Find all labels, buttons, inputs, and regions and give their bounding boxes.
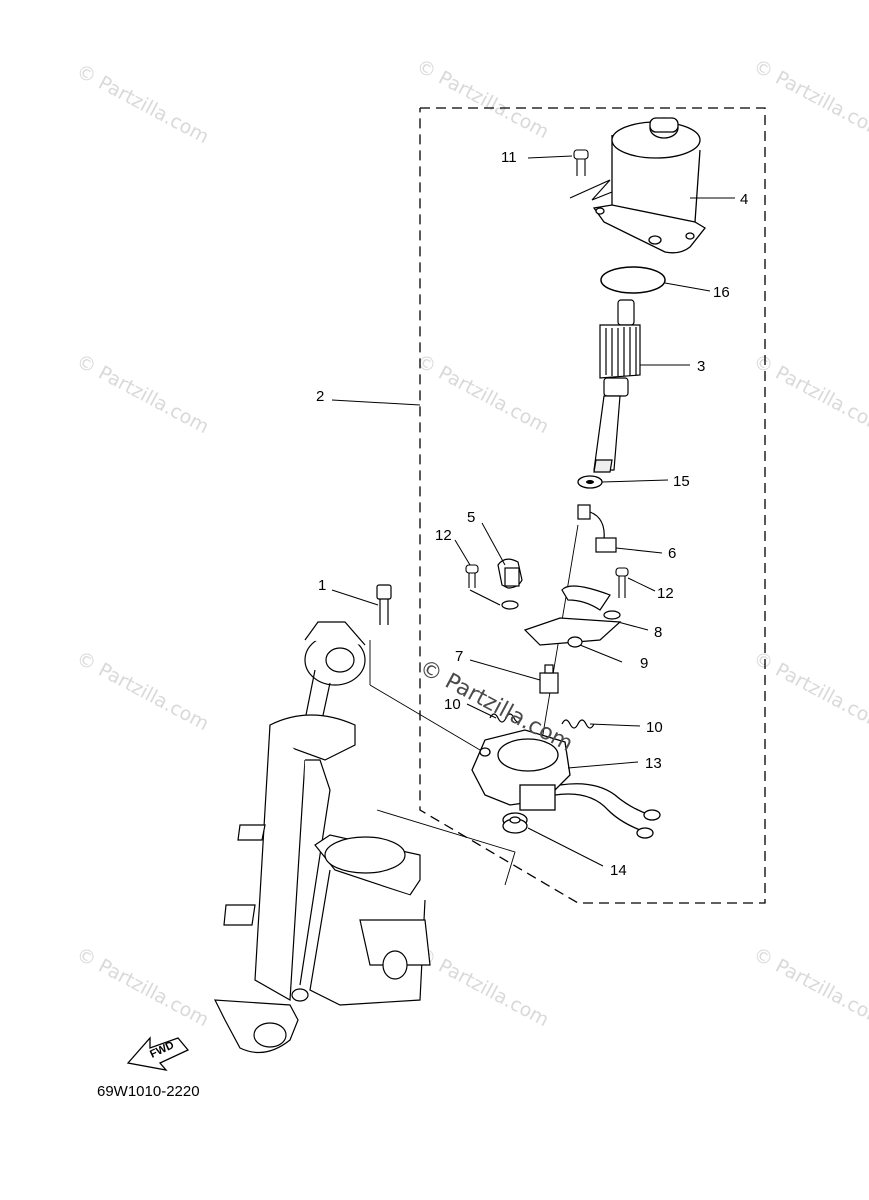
watermark: © Partzilla.com xyxy=(73,60,213,148)
callout-14: 14 xyxy=(610,862,627,879)
watermark: © Partzilla.com xyxy=(413,55,553,143)
screw-12-right xyxy=(615,567,629,598)
spring-right xyxy=(561,719,595,729)
callout-labels: 1 2 3 4 5 6 7 8 9 10 10 11 12 12 13 14 1… xyxy=(316,149,748,879)
callout-5: 5 xyxy=(467,509,475,526)
terminal-7 xyxy=(539,664,559,694)
callout-12-right: 12 xyxy=(657,585,674,602)
assembly-boundary xyxy=(419,107,766,904)
motor-base xyxy=(471,729,661,839)
tilt-cylinder xyxy=(213,621,431,1054)
watermark-layer: © Partzilla.com © Partzilla.com © Partzi… xyxy=(73,55,869,1031)
spring-left xyxy=(489,713,523,723)
callout-11: 11 xyxy=(501,149,517,166)
o-ring xyxy=(600,266,666,294)
callout-10-right: 10 xyxy=(646,719,663,736)
watermark: © Partzilla.com xyxy=(73,647,213,735)
callout-12-left: 12 xyxy=(435,527,452,544)
callout-1: 1 xyxy=(318,577,326,594)
grommet xyxy=(502,812,528,834)
callout-7: 7 xyxy=(455,648,463,665)
callout-8: 8 xyxy=(654,624,662,641)
callout-4: 4 xyxy=(740,191,748,208)
callout-16: 16 xyxy=(713,284,730,301)
bolt-1 xyxy=(376,584,392,625)
screw-12-left xyxy=(465,564,479,588)
brush-holder xyxy=(469,558,523,610)
callout-13: 13 xyxy=(645,755,662,772)
callout-10-left: 10 xyxy=(444,696,461,713)
watermark: © Partzilla.com xyxy=(73,943,213,1031)
leader-lines xyxy=(331,155,735,867)
watermark: © Partzilla.com xyxy=(750,55,869,143)
connector-6 xyxy=(541,504,617,741)
screw-11 xyxy=(569,149,613,201)
callout-9: 9 xyxy=(640,655,648,672)
brush-plate xyxy=(523,585,622,648)
watermark: © Partzilla.com xyxy=(750,943,869,1031)
pump-shaft xyxy=(593,299,641,473)
part-code: 69W1010-2220 xyxy=(97,1083,200,1100)
watermark: © Partzilla.com xyxy=(73,350,213,438)
callout-2: 2 xyxy=(316,388,324,405)
tilt-motor xyxy=(592,117,706,254)
callout-6: 6 xyxy=(668,545,676,562)
watermark: © Partzilla.com xyxy=(413,943,553,1031)
watermark: © Partzilla.com xyxy=(750,647,869,735)
watermark: © Partzilla.com xyxy=(413,350,553,438)
callout-3: 3 xyxy=(697,358,705,375)
watermark: © Partzilla.com xyxy=(750,350,869,438)
callout-15: 15 xyxy=(673,473,690,490)
fwd-arrow-icon: FWD xyxy=(126,1036,190,1071)
